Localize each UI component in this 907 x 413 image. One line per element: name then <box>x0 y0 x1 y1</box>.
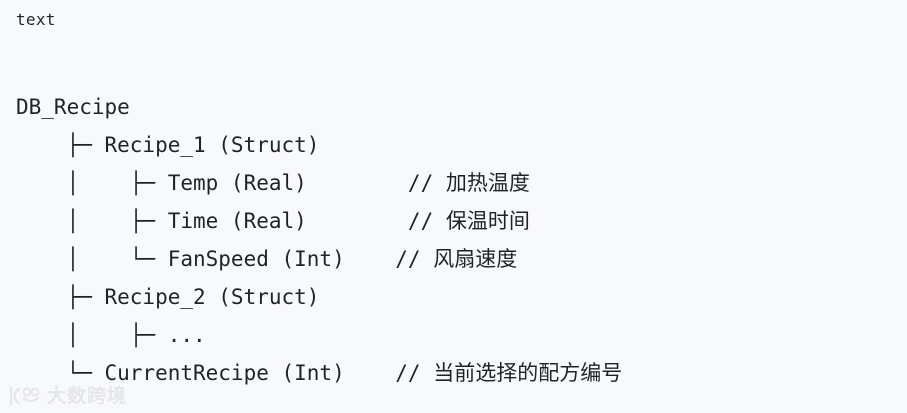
code-line: │ ├─ Temp (Real) // 加热温度 <box>16 171 530 195</box>
code-line: ├─ Recipe_2 (Struct) <box>16 285 320 309</box>
code-line: │ └─ FanSpeed (Int) // 风扇速度 <box>16 247 518 271</box>
code-language-label: text <box>16 10 56 29</box>
code-content: DB_Recipe ├─ Recipe_1 (Struct) │ ├─ Temp… <box>16 88 622 392</box>
code-line: │ ├─ Time (Real) // 保温时间 <box>16 209 530 233</box>
code-line: │ ├─ ... <box>16 323 206 347</box>
code-line: DB_Recipe <box>16 95 130 119</box>
code-line: ├─ Recipe_1 (Struct) <box>16 133 320 157</box>
code-line: └─ CurrentRecipe (Int) // 当前选择的配方编号 <box>16 361 623 385</box>
